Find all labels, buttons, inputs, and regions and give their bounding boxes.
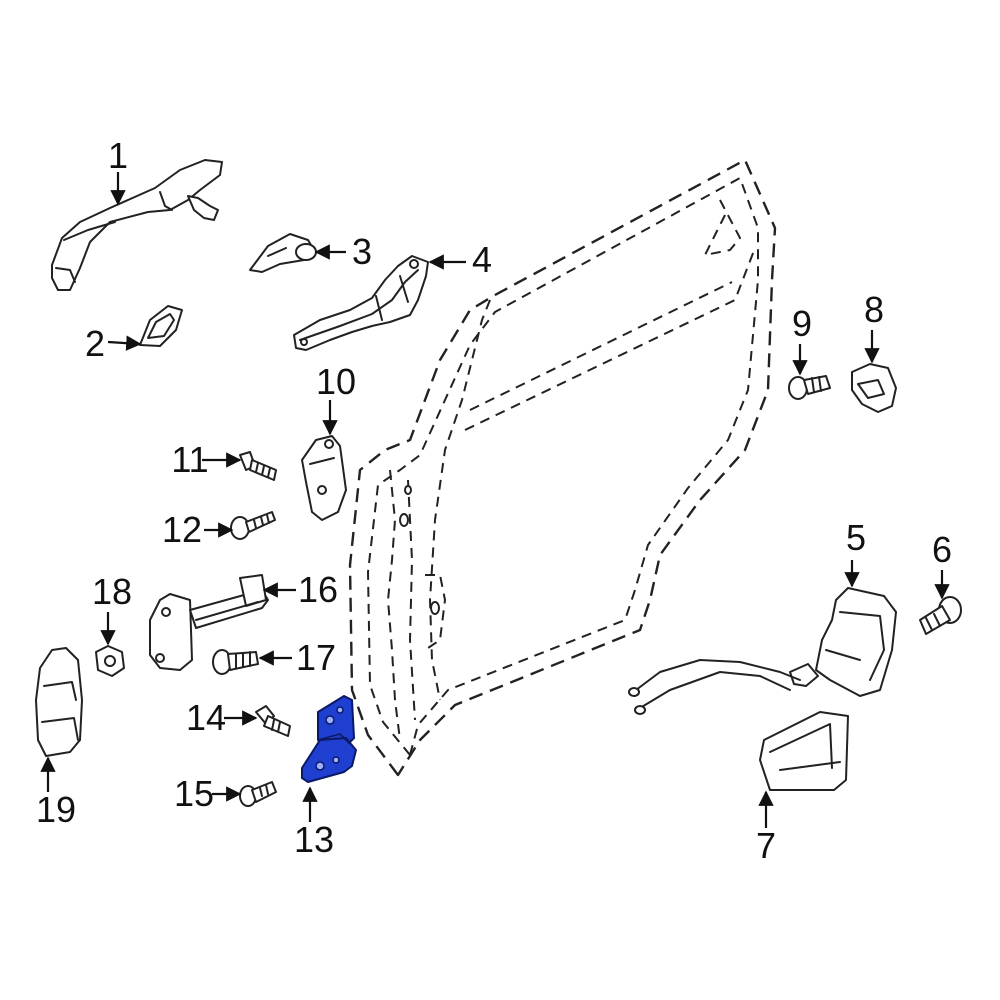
callout-18[interactable]: 18 — [92, 571, 132, 612]
bolt-part-17 — [212, 649, 259, 675]
bolt-part-9 — [788, 375, 831, 400]
handle-bracket-part-4 — [293, 255, 429, 351]
callout-19[interactable]: 19 — [36, 789, 76, 830]
callout-2[interactable]: 2 — [85, 323, 105, 364]
callout-6[interactable]: 6 — [932, 529, 952, 570]
door-check-part-16 — [149, 574, 269, 671]
outside-door-handle-part-1 — [51, 159, 223, 291]
callout-15[interactable]: 15 — [174, 773, 214, 814]
callout-labels: 1 2 3 4 5 6 7 8 9 10 11 12 13 14 15 16 1… — [36, 135, 952, 866]
latch-cables — [628, 659, 801, 715]
callout-16[interactable]: 16 — [298, 569, 338, 610]
bracket-part-10 — [301, 435, 347, 521]
callout-9[interactable]: 9 — [792, 303, 812, 344]
door-hinge-part-13-highlighted[interactable] — [301, 695, 357, 783]
latch-shield-part-7 — [759, 711, 849, 791]
callout-13[interactable]: 13 — [294, 819, 334, 860]
callout-12[interactable]: 12 — [162, 509, 202, 550]
callout-17[interactable]: 17 — [296, 637, 336, 678]
bolt-part-12 — [230, 511, 276, 540]
callout-arrows — [40, 172, 950, 828]
bumper-part-19 — [35, 647, 83, 757]
callout-5[interactable]: 5 — [846, 517, 866, 558]
bolt-part-11 — [239, 451, 277, 481]
lock-cylinder-part-3 — [249, 233, 317, 273]
callout-1[interactable]: 1 — [108, 135, 128, 176]
handle-bezel-part-2 — [139, 305, 183, 347]
callout-7[interactable]: 7 — [756, 825, 776, 866]
bolt-part-15 — [239, 781, 277, 807]
door-latch-part-5 — [789, 587, 897, 697]
callout-10[interactable]: 10 — [316, 361, 356, 402]
callout-3[interactable]: 3 — [352, 231, 372, 272]
nut-part-18 — [95, 645, 125, 677]
door-shell-outline — [348, 158, 777, 777]
bolt-part-6 — [919, 596, 962, 635]
callout-14[interactable]: 14 — [186, 697, 226, 738]
callout-11[interactable]: 11 — [171, 439, 208, 480]
bolt-part-14 — [255, 705, 291, 737]
callout-4[interactable]: 4 — [472, 239, 492, 280]
striker-part-8 — [851, 363, 897, 413]
callout-8[interactable]: 8 — [864, 289, 884, 330]
